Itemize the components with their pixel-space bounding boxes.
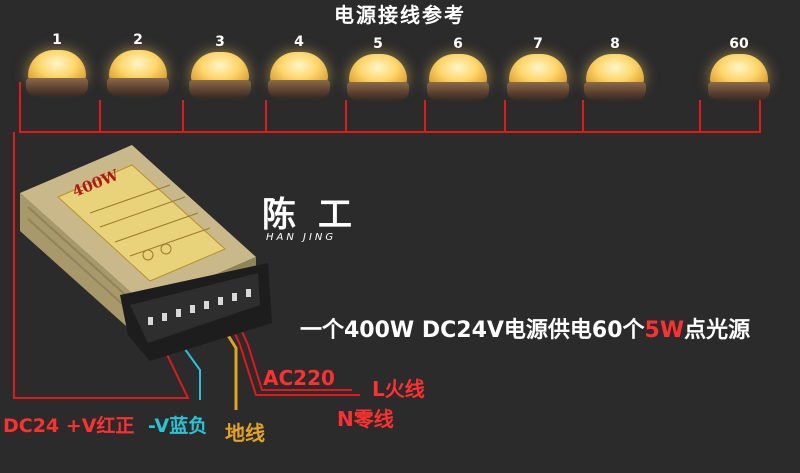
lamp: 1 [22, 38, 92, 100]
brand-subtitle: HAN JING [266, 232, 336, 243]
power-supply: 400W [20, 145, 280, 365]
description: 一个400W DC24V电源供电60个5W点光源 [300, 312, 750, 344]
lamp-base [708, 82, 770, 100]
lamp-number: 2 [103, 32, 173, 48]
lamp: 7 [503, 42, 573, 104]
negative-label: -V蓝负 [148, 411, 207, 438]
lamp: 5 [343, 42, 413, 104]
lamp: 6 [423, 42, 493, 104]
lamp-number: 8 [580, 36, 650, 52]
description-before: 一个400W DC24V电源供电60个 [300, 318, 645, 343]
lamp-number: 60 [704, 36, 774, 52]
lamp-number: 5 [343, 36, 413, 52]
lamp-base [347, 82, 409, 100]
lamp-number: 6 [423, 36, 493, 52]
lamp-base [427, 82, 489, 100]
lamp: 3 [185, 40, 255, 102]
lamp-base [507, 82, 569, 100]
lamp-number: 4 [264, 34, 334, 50]
description-highlight: 5W [645, 318, 685, 343]
lamp: 2 [103, 38, 173, 100]
lamp: 4 [264, 40, 334, 102]
positive-label: DC24 +V红正 [3, 411, 134, 438]
lamp-number: 7 [503, 36, 573, 52]
ac220-label: AC220 [263, 366, 335, 390]
lamp-number: 3 [185, 34, 255, 50]
lamp-base [189, 80, 251, 98]
lamp: 8 [580, 42, 650, 104]
description-after: 点光源 [684, 318, 750, 343]
lamp-base [268, 80, 330, 98]
lamp-base [26, 78, 88, 96]
lamp-number: 1 [22, 32, 92, 48]
neutral-label: N零线 [337, 403, 394, 432]
brand-logo-text: 陈工 [262, 187, 374, 236]
ground-label: 地线 [225, 417, 265, 446]
lamp-base [584, 82, 646, 100]
lamp: 60 [704, 42, 774, 104]
live-label: L火线 [372, 373, 425, 402]
lamp-base [107, 78, 169, 96]
